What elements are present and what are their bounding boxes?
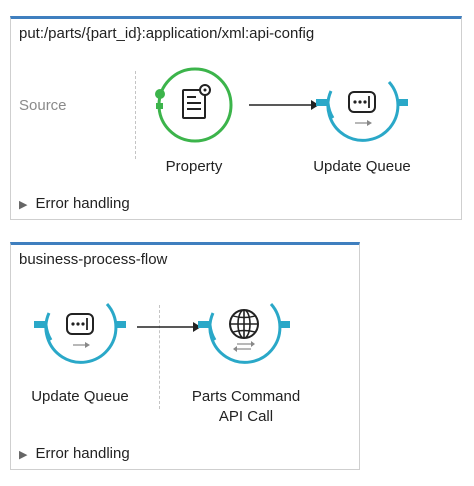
expand-triangle-icon: ▶ [19,199,28,211]
error-handling-label: Error handling [35,195,130,212]
property-node[interactable] [149,63,239,145]
node-divider [159,305,160,409]
flow-title: put:/parts/{part_id}:application/xml:api… [19,25,315,42]
update-queue-node[interactable] [29,285,133,369]
update-queue-label: Update Queue [31,388,129,405]
source-label: Source [19,97,67,114]
api-call-node[interactable] [193,285,297,369]
flow-title: business-process-flow [19,251,168,268]
update-queue-label: Update Queue [313,158,411,175]
globe-icon [198,303,290,364]
queue-message-icon [34,303,126,364]
property-label: Property [165,158,223,175]
update-queue-node[interactable] [311,63,415,147]
flow-panel-business-process[interactable]: business-process-flow Update Queue [10,242,360,470]
flow-panel-api-config[interactable]: put:/parts/{part_id}:application/xml:api… [10,16,462,220]
api-call-label: Parts Command API Call [171,387,321,427]
queue-message-icon [316,81,408,142]
api-call-label-line1: Parts Command [191,388,301,405]
api-call-label-line2: API Call [218,408,274,425]
error-handling-toggle[interactable]: ▶ Error handling [19,445,130,462]
error-handling-toggle[interactable]: ▶ Error handling [19,195,130,212]
property-document-icon [155,67,233,143]
expand-triangle-icon: ▶ [19,449,28,461]
error-handling-label: Error handling [35,445,130,462]
connector-arrow [249,100,319,110]
connector-arrow [137,322,201,332]
source-divider [135,71,136,159]
